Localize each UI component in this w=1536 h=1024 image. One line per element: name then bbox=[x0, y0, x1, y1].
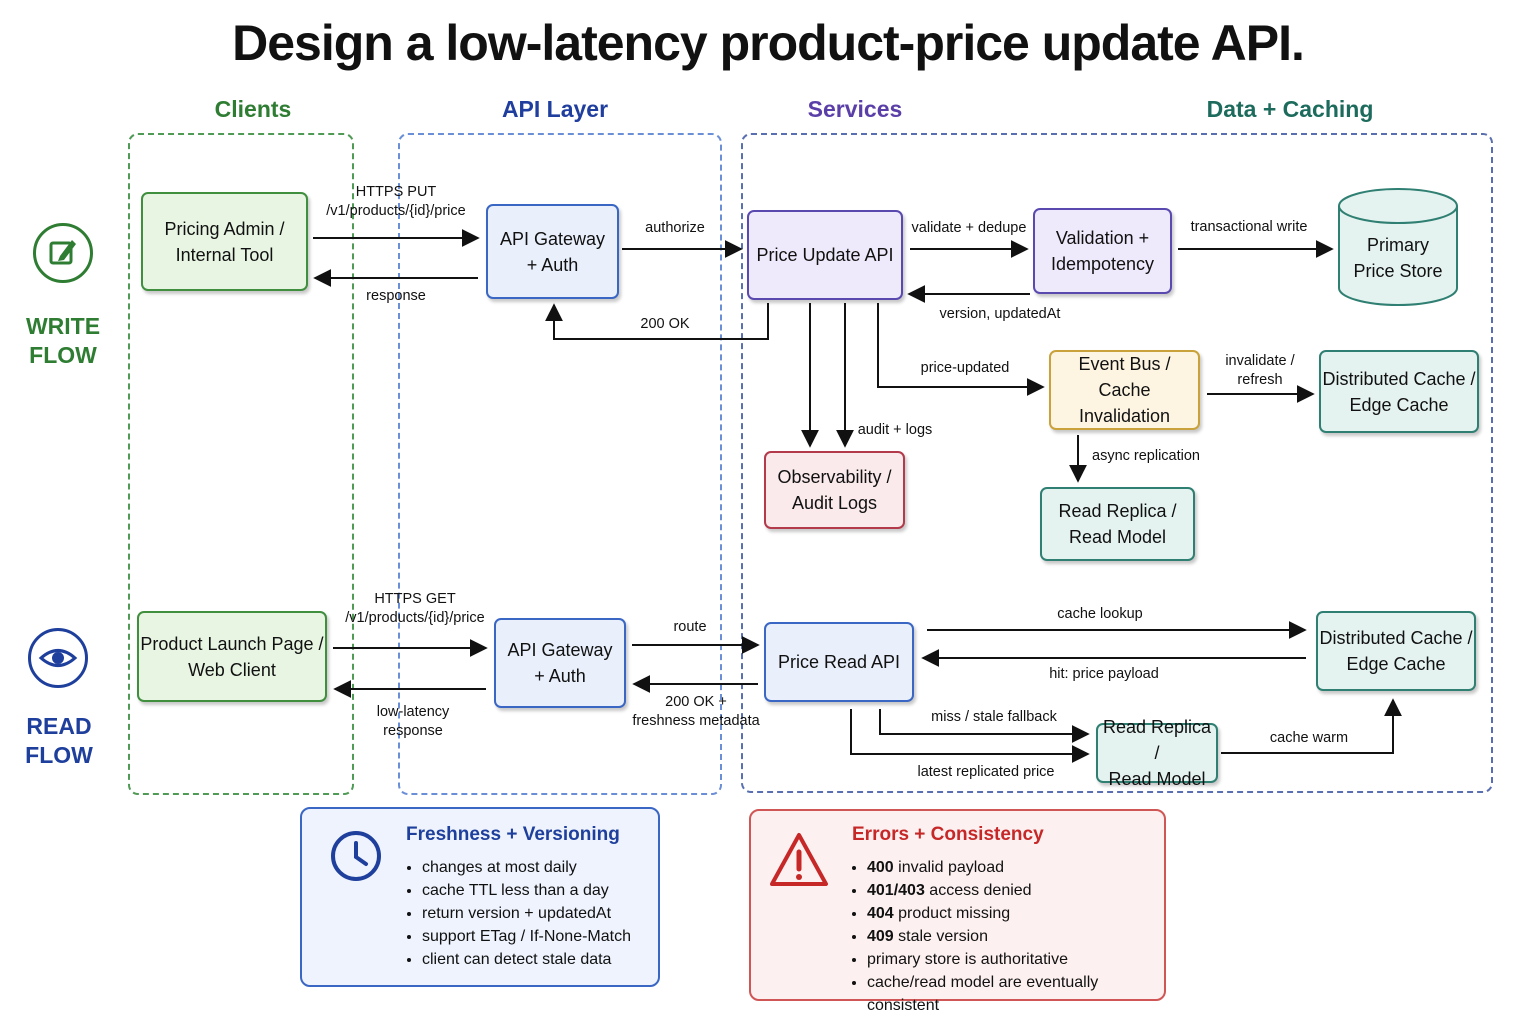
error-item: 401/403 access denied bbox=[867, 879, 1164, 902]
error-text: stale version bbox=[893, 928, 988, 945]
edge-label-latest-replicated: latest replicated price bbox=[917, 764, 1055, 780]
column-header-services: Services bbox=[807, 96, 903, 122]
node-distributed-cache-write: Distributed Cache / Edge Cache bbox=[1319, 350, 1479, 433]
error-code: 400 bbox=[867, 859, 894, 876]
node-event-bus: Event Bus / Cache Invalidation bbox=[1049, 350, 1200, 430]
error-text: primary store is authoritative bbox=[867, 951, 1068, 968]
node-pricing-admin: Pricing Admin / Internal Tool bbox=[141, 192, 308, 291]
errors-consistency-panel: Errors + Consistency 400 invalid payload… bbox=[749, 809, 1166, 1014]
error-item: 404 product missing bbox=[867, 902, 1164, 925]
error-code: 404 bbox=[867, 905, 894, 922]
freshness-item: return version + updatedAt bbox=[422, 902, 631, 925]
error-text: invalid payload bbox=[893, 859, 1004, 876]
freshness-title: Freshness + Versioning bbox=[406, 824, 620, 845]
eye-icon bbox=[28, 628, 88, 688]
freshness-list: changes at most daily cache TTL less tha… bbox=[404, 856, 631, 971]
node-observability: Observability / Audit Logs bbox=[764, 451, 905, 529]
node-product-launch-page: Product Launch Page / Web Client bbox=[137, 611, 327, 702]
errors-title: Errors + Consistency bbox=[852, 824, 1044, 845]
node-price-read-api: Price Read API bbox=[764, 622, 914, 702]
clock-icon bbox=[329, 829, 383, 888]
column-header-clients: Clients bbox=[214, 96, 292, 122]
node-api-gateway-write: API Gateway + Auth bbox=[486, 204, 619, 299]
edge-label-invalidate-refresh: invalidate / refresh bbox=[1225, 353, 1295, 388]
column-header-api-layer: API Layer bbox=[501, 96, 609, 122]
edge-label-cache-lookup: cache lookup bbox=[1057, 606, 1143, 622]
lane-clients bbox=[128, 133, 354, 795]
edge-label-route: route bbox=[673, 619, 707, 635]
node-primary-price-store: Primary Price Store bbox=[1336, 186, 1460, 308]
edge-label-transactional-write: transactional write bbox=[1190, 219, 1308, 235]
edit-icon bbox=[33, 223, 93, 283]
edge-label-version-updatedat: version, updatedAt bbox=[939, 306, 1061, 322]
edge-label-cache-warm: cache warm bbox=[1269, 730, 1349, 746]
edge-label-200-ok: 200 OK bbox=[640, 316, 690, 332]
node-read-replica-read: Read Replica / Read Model bbox=[1096, 717, 1218, 789]
freshness-versioning-panel: Freshness + Versioning changes at most d… bbox=[300, 807, 660, 987]
database-icon bbox=[1338, 188, 1458, 306]
edge-label-price-updated: price-updated bbox=[920, 360, 1010, 376]
edge-label-https-get: HTTPS GET /v1/products/{id}/price bbox=[345, 591, 485, 626]
node-read-replica-write: Read Replica / Read Model bbox=[1040, 487, 1195, 561]
errors-list: 400 invalid payload 401/403 access denie… bbox=[849, 856, 1164, 1017]
page-title: Design a low-latency product-price updat… bbox=[232, 15, 1305, 71]
error-item: cache/read model are eventually consiste… bbox=[867, 971, 1164, 1017]
column-header-data-caching: Data + Caching bbox=[1206, 96, 1374, 122]
error-item: 400 invalid payload bbox=[867, 856, 1164, 879]
freshness-item: support ETag / If-None-Match bbox=[422, 925, 631, 948]
error-code: 409 bbox=[867, 928, 894, 945]
error-text: cache/read model are eventually consiste… bbox=[867, 974, 1099, 1014]
node-validation-idempotency: Validation + Idempotency bbox=[1033, 208, 1172, 294]
lane-api-layer bbox=[398, 133, 722, 795]
edge-label-200-ok-freshness: 200 OK + freshness metadata bbox=[632, 694, 760, 729]
read-flow-label: READ FLOW bbox=[25, 713, 93, 768]
edge-label-hit-price-payload: hit: price payload bbox=[1049, 666, 1159, 682]
edge-label-async-replication: async replication bbox=[1092, 448, 1200, 464]
error-text: product missing bbox=[893, 905, 1011, 922]
freshness-item: cache TTL less than a day bbox=[422, 879, 631, 902]
edge-label-validate-dedupe: validate + dedupe bbox=[911, 220, 1027, 236]
lane-services-data bbox=[741, 133, 1493, 793]
write-flow-label: WRITE FLOW bbox=[25, 313, 101, 368]
edge-label-https-put: HTTPS PUT /v1/products/{id}/price bbox=[326, 184, 466, 219]
error-item: primary store is authoritative bbox=[867, 948, 1164, 971]
edge-label-response: response bbox=[366, 288, 426, 304]
edge-label-authorize: authorize bbox=[645, 220, 705, 236]
node-price-update-api: Price Update API bbox=[747, 210, 903, 300]
node-distributed-cache-read: Distributed Cache / Edge Cache bbox=[1316, 611, 1476, 691]
edge-label-miss-stale-fallback: miss / stale fallback bbox=[931, 709, 1057, 725]
freshness-item: changes at most daily bbox=[422, 856, 631, 879]
error-code: 401/403 bbox=[867, 882, 925, 899]
node-api-gateway-read: API Gateway + Auth bbox=[494, 618, 626, 708]
edge-label-low-latency: low-latency response bbox=[376, 704, 450, 739]
error-text: access denied bbox=[924, 882, 1032, 899]
error-item: 409 stale version bbox=[867, 925, 1164, 948]
warning-icon bbox=[768, 831, 830, 894]
edge-label-audit-logs: audit + logs bbox=[857, 422, 933, 438]
freshness-item: client can detect stale data bbox=[422, 948, 631, 971]
primary-store-label: Primary Price Store bbox=[1353, 235, 1443, 281]
